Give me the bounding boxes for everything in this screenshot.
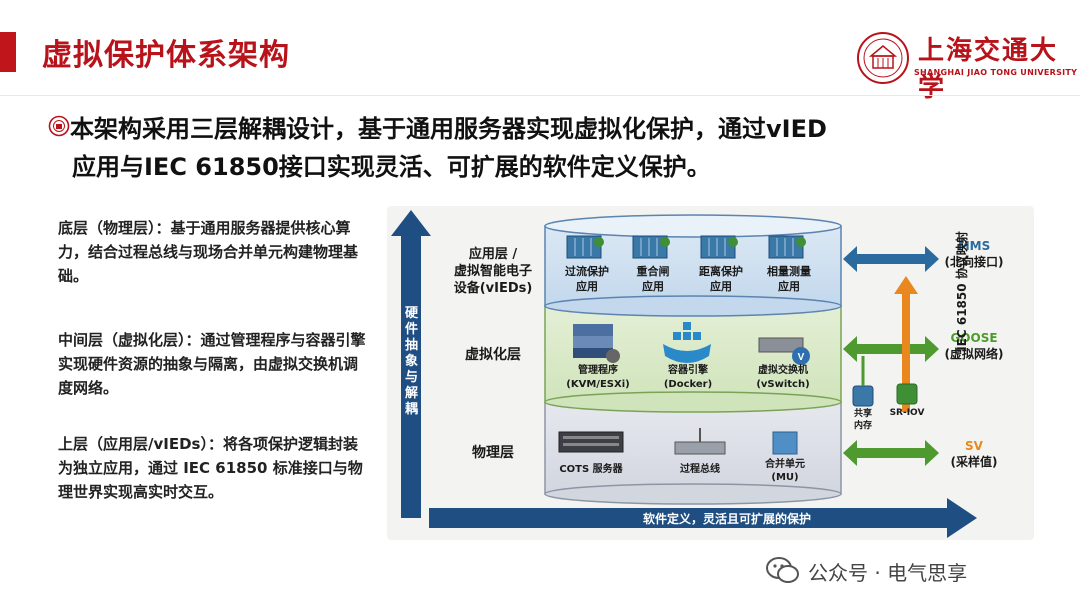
interface-desc: (虚拟网络) [944, 347, 1004, 361]
logo-subtitle: SHANGHAI JIAO TONG UNIVERSITY [914, 68, 1078, 77]
app-item-line-1: 距离保护 [699, 265, 743, 278]
virt-item-line-2: (Docker) [663, 379, 713, 390]
virt-item-line-2: (KVM/ESXi) [566, 379, 630, 390]
title-accent-bar [0, 32, 16, 72]
app-layer-label-line-3: 设备(vIEDs) [453, 281, 533, 296]
app-item-line-2: 应用 [710, 280, 732, 293]
goose-arrow [843, 336, 939, 362]
phys-layer-label: 物理层 [472, 445, 514, 461]
paragraph-physical-layer: 底层（物理层）：基于通用服务器提供核心算力，结合过程总线与现场合并单元构建物理基… [58, 219, 359, 285]
virt-item-hypervisor: 管理程序 (KVM/ESXi) [563, 364, 633, 392]
bottom-arrow-label: 软件定义，灵活且可扩展的保护 [642, 512, 811, 526]
app-layer-label-line-2: 虚拟智能电子 [453, 264, 532, 279]
interface-desc: (采样值) [950, 455, 998, 469]
wechat-icon [766, 557, 799, 583]
app-item-pmu: 相量测量 应用 [759, 264, 819, 294]
container-icon-ribs [574, 238, 794, 256]
app-item-line-2: 应用 [576, 280, 598, 293]
paragraph-application-layer: 上层（应用层/vIEDs）：将各项保护逻辑封装为独立应用，通过 IEC 6185… [58, 435, 363, 501]
shared-memory-icon [852, 356, 874, 407]
virt-item-line-1: 容器引擎 [668, 365, 708, 376]
right-vertical-label: IEC 61850 协议映射 [955, 231, 969, 351]
interface-name: SV [965, 439, 983, 453]
vertical-orange-arrow [894, 276, 918, 412]
logo-text: 上海交通大学 [918, 36, 1059, 103]
shared-memory-label-line-2: 内存 [853, 421, 872, 431]
headline-line-1: 本架构采用三层解耦设计，基于通用服务器实现虚拟化保护，通过vIED [70, 115, 827, 143]
phys-item-line-2: (MU) [771, 472, 799, 483]
sr-iov-label: SR-IOV [889, 408, 925, 418]
sr-iov-icon [896, 383, 918, 405]
university-logo [857, 32, 909, 84]
architecture-diagram: V [387, 206, 1034, 540]
app-layer-label-line-1: 应用层 / [468, 247, 518, 262]
app-item-line-2: 应用 [778, 280, 800, 293]
server-icon [558, 431, 624, 453]
shared-memory-label-line-1: 共享 [853, 409, 872, 419]
paragraph-virtualization-layer: 中间层（虚拟化层）：通过管理程序与容器引擎实现硬件资源的抽象与隔离，由虚拟交换机… [58, 331, 366, 397]
process-bus-icon [674, 428, 726, 455]
app-layer-label: 应用层 / 虚拟智能电子 设备(vIEDs) [443, 246, 543, 297]
interface-goose: GOOSE (虚拟网络) [939, 330, 1009, 362]
mms-arrow [843, 246, 939, 272]
interface-name: GOOSE [950, 331, 998, 345]
watermark-text: 公众号 · 电气思享 [808, 560, 968, 585]
vswitch-icon: V [758, 337, 810, 365]
phys-item-server: COTS 服务器 [559, 464, 623, 475]
virt-item-line-1: 管理程序 [578, 365, 618, 376]
virt-item-vswitch: 虚拟交换机 (vSwitch) [745, 364, 821, 392]
bottom-arrow [429, 498, 977, 538]
app-item-line-1: 相量测量 [767, 265, 811, 278]
vertical-arrow [391, 210, 431, 518]
virt-layer-label: 虚拟化层 [465, 347, 521, 363]
shield-badges [594, 237, 806, 247]
sv-arrow [843, 440, 939, 466]
headline: 本架构采用三层解耦设计，基于通用服务器实现虚拟化保护，通过vIED 应用与IEC… [70, 110, 1030, 186]
phys-item-merging-unit: 合并单元 (MU) [757, 458, 813, 484]
app-item-line-2: 应用 [642, 280, 664, 293]
merging-unit-icon [772, 431, 798, 455]
app-item-line-1: 过流保护 [565, 265, 609, 278]
svg-text:V: V [798, 352, 805, 363]
phys-item-process-bus: 过程总线 [680, 464, 720, 475]
interface-mms: MMS (北向接口) [939, 238, 1009, 270]
emblem-bullet-icon [48, 115, 70, 137]
docker-icon [663, 322, 711, 363]
page-title: 虚拟保护体系架构 [42, 38, 290, 73]
interface-desc: (北向接口) [944, 255, 1004, 269]
phys-item-line-1: 合并单元 [765, 459, 805, 470]
virt-item-docker: 容器引擎 (Docker) [653, 364, 723, 392]
virt-item-line-2: (vSwitch) [756, 379, 810, 390]
interface-sv: SV (采样值) [939, 438, 1009, 470]
shared-memory-label: 共享 内存 [847, 408, 879, 432]
header-divider [0, 95, 1080, 96]
vertical-arrow-label: 硬件抽象与解耦 [405, 306, 419, 417]
headline-line-2: 应用与IEC 61850接口实现灵活、可扩展的软件定义保护。 [72, 153, 711, 181]
hypervisor-icon [573, 324, 620, 363]
app-item-reclosing: 重合闸 应用 [623, 264, 683, 294]
app-item-distance: 距离保护 应用 [691, 264, 751, 294]
architecture-diagram-graphics: V [391, 210, 977, 538]
watermark: 公众号 · 电气思享 [766, 551, 967, 591]
app-item-overcurrent: 过流保护 应用 [557, 264, 617, 294]
interface-name: MMS [957, 239, 991, 253]
app-item-line-1: 重合闸 [636, 265, 670, 278]
virt-item-line-1: 虚拟交换机 [758, 365, 808, 376]
